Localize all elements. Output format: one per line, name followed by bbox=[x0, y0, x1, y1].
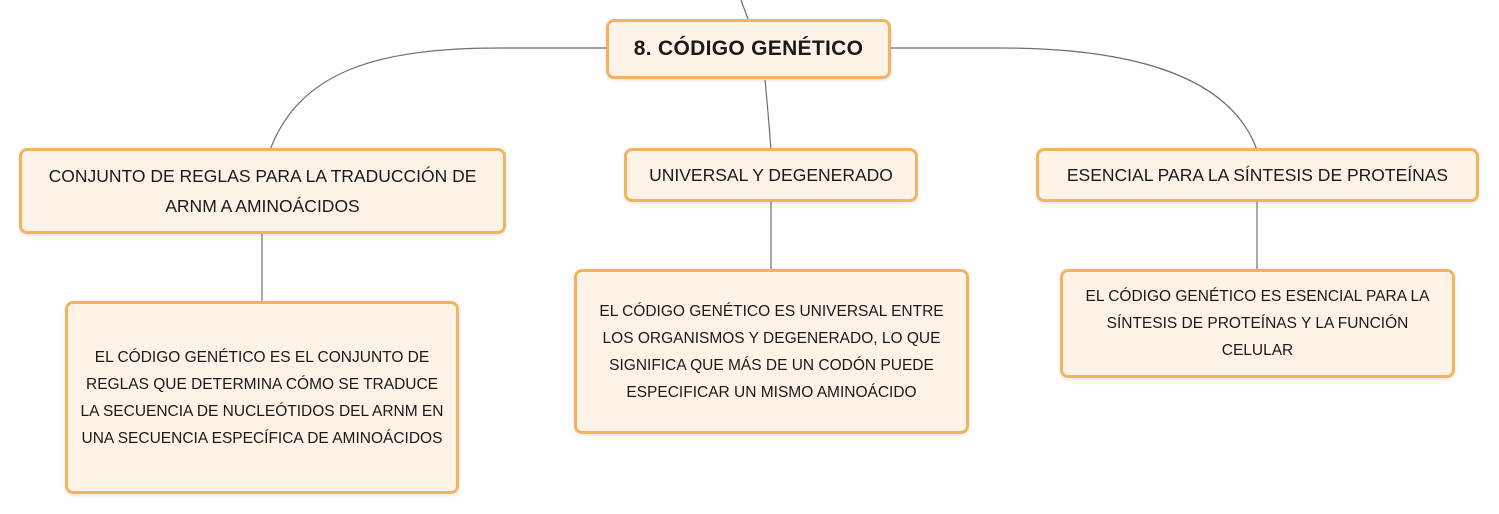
topic-node-label: UNIVERSAL Y DEGENERADO bbox=[649, 165, 893, 185]
detail-node-text: EL CÓDIGO GENÉTICO ES UNIVERSAL ENTRE LO… bbox=[599, 302, 944, 401]
root-node[interactable]: 8. CÓDIGO GENÉTICO bbox=[606, 19, 891, 79]
detail-node-text: EL CÓDIGO GENÉTICO ES ESENCIAL PARA LA S… bbox=[1085, 288, 1430, 359]
connector-root-topic-2 bbox=[764, 79, 772, 151]
topic-node-label: CONJUNTO DE REGLAS PARA LA TRADUCCIÓN DE… bbox=[48, 166, 477, 216]
topic-node-translation-rules[interactable]: CONJUNTO DE REGLAS PARA LA TRADUCCIÓN DE… bbox=[19, 148, 506, 234]
connector-root-topic-1 bbox=[269, 47, 606, 151]
root-node-label: 8. CÓDIGO GENÉTICO bbox=[633, 37, 864, 60]
detail-node-text: EL CÓDIGO GENÉTICO ES EL CONJUNTO DE REG… bbox=[80, 348, 444, 447]
topic-node-label: ESENCIAL PARA LA SÍNTESIS DE PROTEÍNAS bbox=[1066, 165, 1449, 185]
detail-node-universal-degenerate[interactable]: EL CÓDIGO GENÉTICO ES UNIVERSAL ENTRE LO… bbox=[574, 269, 969, 434]
connector-incoming bbox=[740, 0, 749, 20]
connector-root-topic-3 bbox=[891, 47, 1258, 151]
detail-node-translation-rules[interactable]: EL CÓDIGO GENÉTICO ES EL CONJUNTO DE REG… bbox=[65, 301, 459, 494]
topic-node-universal-degenerate[interactable]: UNIVERSAL Y DEGENERADO bbox=[624, 148, 918, 202]
detail-node-protein-synthesis[interactable]: EL CÓDIGO GENÉTICO ES ESENCIAL PARA LA S… bbox=[1060, 269, 1455, 378]
topic-node-protein-synthesis[interactable]: ESENCIAL PARA LA SÍNTESIS DE PROTEÍNAS bbox=[1036, 148, 1479, 202]
